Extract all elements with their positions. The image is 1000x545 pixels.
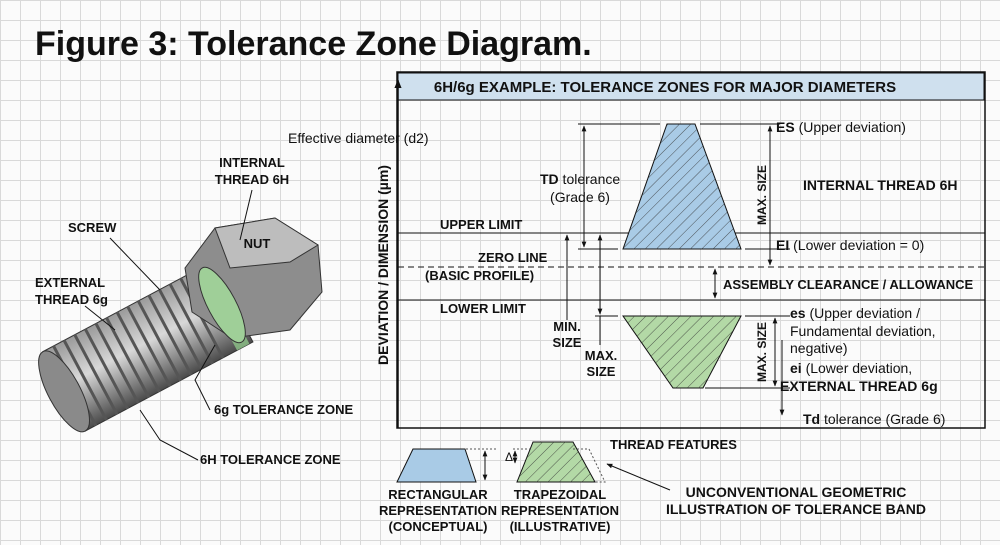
zero-line-label: ZERO LINE xyxy=(478,250,548,265)
internal-label: INTERNAL xyxy=(219,155,285,170)
svg-text:TD tolerance: TD tolerance xyxy=(540,171,620,187)
td-bold: TD xyxy=(540,171,559,187)
trap-label-2: REPRESENTATION xyxy=(501,503,619,518)
es-lower-bold: es xyxy=(790,305,806,321)
upper-limit-label: UPPER LIMIT xyxy=(440,217,522,232)
ei-lower-text: (Lower deviation, xyxy=(802,360,913,376)
trap-label-3: (ILLUSTRATIVE) xyxy=(510,519,611,534)
pointer-arrow xyxy=(606,463,671,491)
ei-text: (Lower deviation = 0) xyxy=(789,237,924,253)
rectangular-representation-shape xyxy=(396,448,477,483)
delta-label: Δ xyxy=(505,450,513,464)
axis-label: DEVIATION / DIMENSION (µm) xyxy=(375,165,391,365)
internal-label-2: THREAD 6H xyxy=(215,172,289,187)
svg-text:es (Upper deviation /: es (Upper deviation / xyxy=(790,305,920,321)
svg-text:ES (Upper deviation): ES (Upper deviation) xyxy=(776,119,906,135)
screw-label: SCREW xyxy=(68,220,117,235)
rect-label-2: REPRESENTATION xyxy=(379,503,497,518)
screw-end xyxy=(38,350,90,433)
ei-lower-bold: ei xyxy=(790,360,802,376)
rect-label-3: (CONCEPTUAL) xyxy=(389,519,488,534)
max-size-vertical-lower: MAX. SIZE xyxy=(755,322,769,382)
es-lower-text-2: Fundamental deviation, xyxy=(790,323,936,339)
trap-label-1: TRAPEZOIDAL xyxy=(514,487,607,502)
left-labels: INTERNAL THREAD 6H NUT SCREW EXTERNAL TH… xyxy=(35,155,353,467)
td-grade: (Grade 6) xyxy=(550,189,610,205)
es-upper-bold: ES xyxy=(776,119,795,135)
td-lower-text: tolerance (Grade 6) xyxy=(820,411,945,427)
thread-features-label: THREAD FEATURES xyxy=(610,437,737,452)
td-lower-bold: Td xyxy=(803,411,820,427)
internal-thread-label: INTERNAL THREAD 6H xyxy=(803,177,958,193)
td-text: tolerance xyxy=(559,171,621,187)
ei-bold: EI xyxy=(776,237,789,253)
effective-diameter-label: Effective diameter (d2) xyxy=(288,130,429,146)
svg-text:EI (Lower deviation = 0): EI (Lower deviation = 0) xyxy=(776,237,924,253)
lower-limit-label: LOWER LIMIT xyxy=(440,301,526,316)
unconventional-label-1: UNCONVENTIONAL GEOMETRIC xyxy=(686,484,907,500)
panel-frame xyxy=(396,71,986,429)
assembly-label: ASSEMBLY CLEARANCE / ALLOWANCE xyxy=(723,277,973,292)
min-size-label: MIN. xyxy=(553,319,580,334)
zone-6g-label: 6g TOLERANCE ZONE xyxy=(214,402,353,417)
svg-text:Td tolerance (Grade 6): Td tolerance (Grade 6) xyxy=(803,411,945,427)
unconventional-label-2: ILLUSTRATION OF TOLERANCE BAND xyxy=(666,501,926,517)
es-upper-text: (Upper deviation) xyxy=(795,119,906,135)
panel-header-text: 6H/6g EXAMPLE: TOLERANCE ZONES FOR MAJOR… xyxy=(434,79,896,96)
zone-6h-label: 6H TOLERANCE ZONE xyxy=(200,452,341,467)
basic-profile-label: (BASIC PROFILE) xyxy=(425,268,534,283)
max-size-label-2: SIZE xyxy=(587,364,616,379)
external-label: EXTERNAL xyxy=(35,275,105,290)
nut-label: NUT xyxy=(244,236,271,251)
es-lower-text: (Upper deviation / xyxy=(806,305,921,321)
bolt-illustration xyxy=(38,217,323,433)
external-thread-label: EXTERNAL THREAD 6g xyxy=(780,378,938,394)
external-label-2: THREAD 6g xyxy=(35,292,108,307)
svg-text:ei (Lower deviation,: ei (Lower deviation, xyxy=(790,360,912,376)
figure-title: Figure 3: Tolerance Zone Diagram. xyxy=(35,25,592,63)
es-lower-text-3: negative) xyxy=(790,340,848,356)
max-size-label: MAX. xyxy=(585,348,618,363)
rect-label-1: RECTANGULAR xyxy=(388,487,488,502)
max-size-vertical-upper: MAX. SIZE xyxy=(755,165,769,225)
panel-header xyxy=(397,72,985,101)
min-size-label-2: SIZE xyxy=(553,335,582,350)
